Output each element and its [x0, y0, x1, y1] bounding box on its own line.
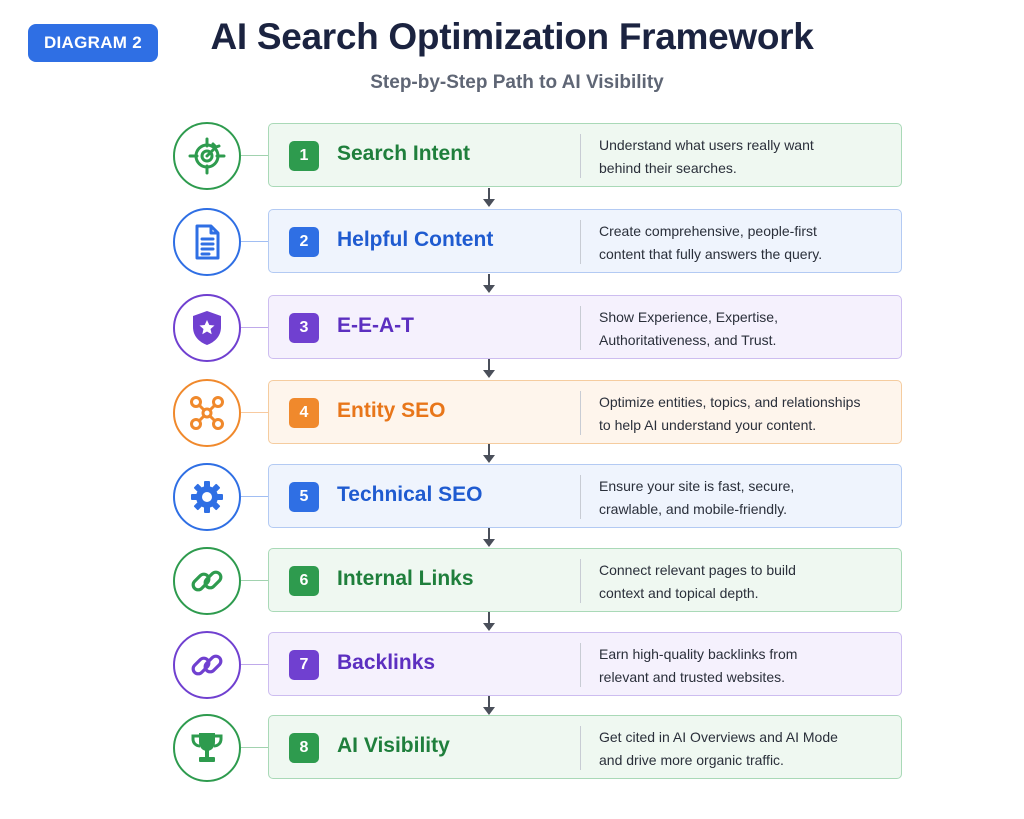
card-divider: [580, 726, 581, 770]
card-divider: [580, 559, 581, 603]
desc-line: to help AI understand your content.: [599, 417, 817, 433]
desc-line: crawlable, and mobile-friendly.: [599, 501, 788, 517]
desc-line: Get cited in AI Overviews and AI Mode: [599, 729, 838, 745]
shield-star-icon: [173, 294, 241, 362]
step-card: 3 E-E-A-T Show Experience, Expertise, Au…: [268, 295, 902, 359]
step-card: 7 Backlinks Earn high-quality backlinks …: [268, 632, 902, 696]
step-title: Backlinks: [337, 651, 436, 674]
document-icon: [173, 208, 241, 276]
down-arrow-icon: [481, 528, 497, 548]
step-number: 1: [289, 141, 319, 171]
step-number: 2: [289, 227, 319, 257]
network-icon: [173, 379, 241, 447]
down-arrow-icon: [481, 359, 497, 379]
step-1: 1 Search Intent Understand what users re…: [0, 122, 1024, 190]
gear-icon: [173, 463, 241, 531]
connector-line: [241, 496, 269, 497]
step-5: 5 Technical SEO Ensure your site is fast…: [0, 463, 1024, 531]
connector-line: [241, 580, 269, 581]
card-divider: [580, 643, 581, 687]
step-number: 6: [289, 566, 319, 596]
connector-line: [241, 327, 269, 328]
link-icon: [173, 547, 241, 615]
down-arrow-icon: [481, 188, 497, 208]
step-description: Get cited in AI Overviews and AI Mode an…: [599, 726, 889, 772]
page-title: AI Search Optimization Framework: [210, 16, 814, 57]
step-description: Optimize entities, topics, and relations…: [599, 391, 889, 437]
desc-line: Understand what users really want: [599, 137, 814, 153]
step-number: 4: [289, 398, 319, 428]
card-divider: [580, 391, 581, 435]
step-8: 8 AI Visibility Get cited in AI Overview…: [0, 714, 1024, 782]
step-6: 6 Internal Links Connect relevant pages …: [0, 547, 1024, 615]
step-number: 7: [289, 650, 319, 680]
step-title: Entity SEO: [337, 399, 446, 422]
step-title: Technical SEO: [337, 483, 483, 506]
desc-line: Show Experience, Expertise,: [599, 309, 778, 325]
step-description: Create comprehensive, people-first conte…: [599, 220, 889, 266]
connector-line: [241, 747, 269, 748]
step-7: 7 Backlinks Earn high-quality backlinks …: [0, 631, 1024, 699]
step-description: Ensure your site is fast, secure, crawla…: [599, 475, 889, 521]
desc-line: Ensure your site is fast, secure,: [599, 478, 795, 494]
link-icon: [173, 631, 241, 699]
step-number: 3: [289, 313, 319, 343]
step-description: Connect relevant pages to build context …: [599, 559, 889, 605]
step-card: 5 Technical SEO Ensure your site is fast…: [268, 464, 902, 528]
card-divider: [580, 134, 581, 178]
desc-line: Earn high-quality backlinks from: [599, 646, 798, 662]
desc-line: content that fully answers the query.: [599, 246, 823, 262]
desc-line: Connect relevant pages to build: [599, 562, 796, 578]
step-card: 1 Search Intent Understand what users re…: [268, 123, 902, 187]
step-2: 2 Helpful Content Create comprehensive, …: [0, 208, 1024, 276]
step-title: Search Intent: [337, 142, 471, 165]
target-icon: [173, 122, 241, 190]
step-title: Helpful Content: [337, 228, 494, 251]
desc-line: Create comprehensive, people-first: [599, 223, 817, 239]
desc-line: and drive more organic traffic.: [599, 752, 784, 768]
step-title: E-E-A-T: [337, 314, 414, 337]
step-number: 5: [289, 482, 319, 512]
step-card: 8 AI Visibility Get cited in AI Overview…: [268, 715, 902, 779]
card-divider: [580, 220, 581, 264]
desc-line: behind their searches.: [599, 160, 737, 176]
step-title: Internal Links: [337, 567, 474, 590]
step-4: 4 Entity SEO Optimize entities, topics, …: [0, 379, 1024, 447]
connector-line: [241, 412, 269, 413]
desc-line: Optimize entities, topics, and relations…: [599, 394, 861, 410]
step-description: Understand what users really want behind…: [599, 134, 889, 180]
connector-line: [241, 155, 269, 156]
down-arrow-icon: [481, 444, 497, 464]
step-number: 8: [289, 733, 319, 763]
down-arrow-icon: [481, 696, 497, 716]
step-title: AI Visibility: [337, 734, 450, 757]
step-description: Show Experience, Expertise, Authoritativ…: [599, 306, 889, 352]
desc-line: relevant and trusted websites.: [599, 669, 785, 685]
desc-line: Authoritativeness, and Trust.: [599, 332, 777, 348]
card-divider: [580, 306, 581, 350]
page-subtitle: Step-by-Step Path to AI Visibility: [370, 72, 664, 93]
step-card: 2 Helpful Content Create comprehensive, …: [268, 209, 902, 273]
down-arrow-icon: [481, 612, 497, 632]
down-arrow-icon: [481, 274, 497, 294]
step-description: Earn high-quality backlinks from relevan…: [599, 643, 889, 689]
step-card: 4 Entity SEO Optimize entities, topics, …: [268, 380, 902, 444]
diagram-badge: DIAGRAM 2: [28, 24, 158, 62]
step-card: 6 Internal Links Connect relevant pages …: [268, 548, 902, 612]
connector-line: [241, 241, 269, 242]
step-3: 3 E-E-A-T Show Experience, Expertise, Au…: [0, 294, 1024, 362]
trophy-icon: [173, 714, 241, 782]
desc-line: context and topical depth.: [599, 585, 759, 601]
connector-line: [241, 664, 269, 665]
card-divider: [580, 475, 581, 519]
